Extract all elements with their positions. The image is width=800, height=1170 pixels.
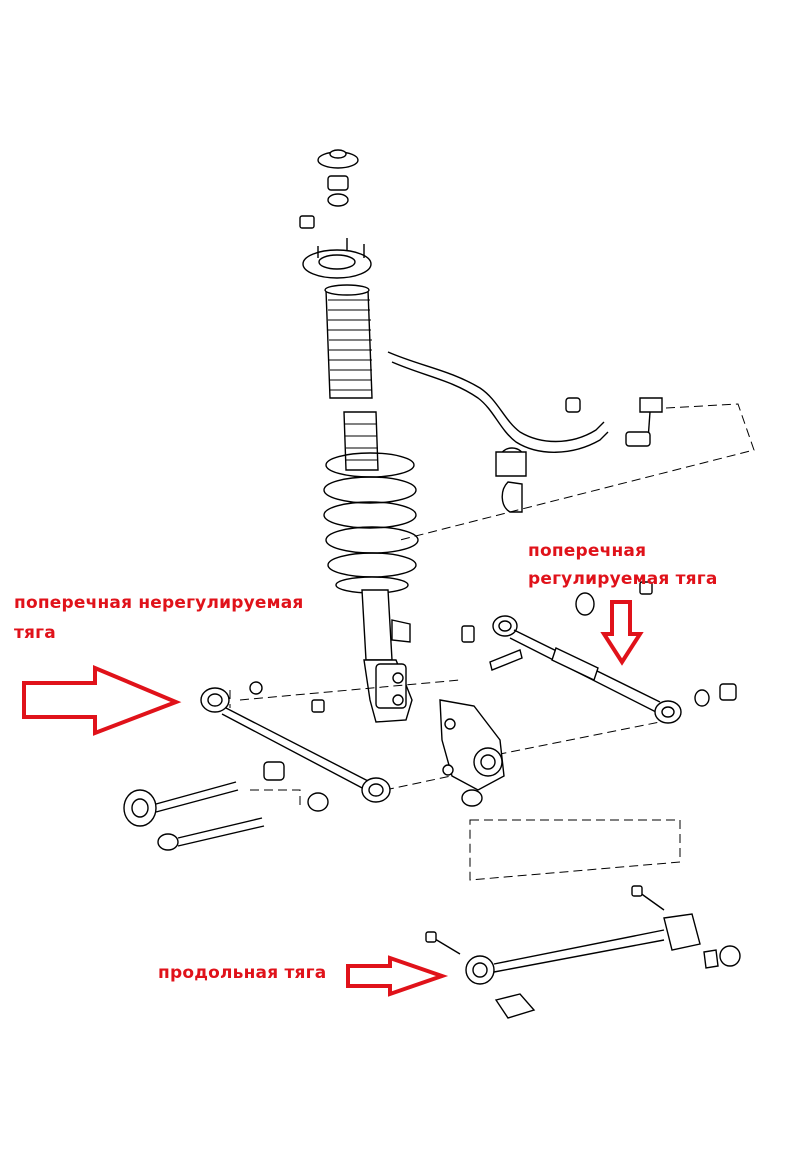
assembly-guide-lines bbox=[229, 403, 755, 881]
non-adjustable-lateral-arm bbox=[200, 681, 391, 803]
arrow-right-left bbox=[22, 664, 182, 736]
arrow-down-right bbox=[600, 600, 644, 666]
label-adjustable-arm-line2: регулируемая тяга bbox=[528, 569, 718, 589]
rear-knuckle bbox=[439, 699, 505, 807]
label-trailing-arm: продольная тяга bbox=[158, 963, 327, 983]
strut-dust-boot bbox=[324, 284, 373, 399]
label-non-adjustable-arm-line1: поперечная нерегулируемая bbox=[14, 593, 304, 613]
label-adjustable-arm-line1: поперечная bbox=[528, 541, 647, 561]
arm-bolts bbox=[123, 761, 329, 851]
arrow-right-bottom bbox=[346, 955, 449, 997]
label-non-adjustable-arm-line2: тяга bbox=[14, 623, 56, 643]
bump-stop bbox=[343, 411, 379, 471]
strut-body bbox=[361, 589, 413, 723]
stabilizer-bar bbox=[387, 351, 663, 513]
adjustable-lateral-arm bbox=[461, 581, 737, 724]
strut-mount-parts bbox=[299, 149, 372, 279]
coil-spring bbox=[323, 452, 419, 594]
trailing-arm bbox=[425, 885, 741, 1019]
